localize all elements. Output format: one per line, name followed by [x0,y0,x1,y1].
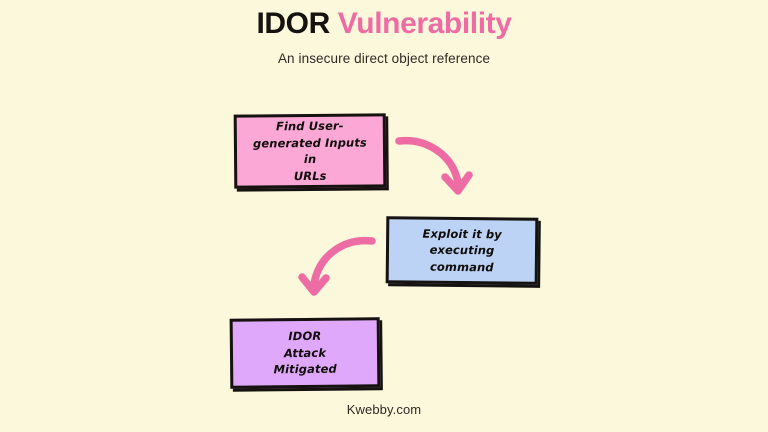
page-title-primary: IDOR [256,7,330,40]
flow-step-mitigated-label: IDOR Attack Mitigated [273,329,337,377]
page-title: IDOR Vulnerability [0,6,768,42]
page-title-accent: Vulnerability [337,7,512,40]
arrow-find-to-exploit-icon [395,136,473,195]
footer-attribution: Kwebby.com [346,402,422,417]
page-subtitle: An insecure direct object reference [277,51,491,66]
flow-step-find-inputs: Find User- generated Inputs in URLs [233,113,387,189]
arrow-exploit-to-mitigated-icon [298,236,376,296]
flow-step-exploit: Exploit it by executing command [385,216,539,285]
flow-step-exploit-label: Exploit it by executing command [422,226,502,275]
flow-step-mitigated: IDOR Attack Mitigated [229,317,381,389]
title-space [330,7,338,40]
flow-step-find-inputs-label: Find User- generated Inputs in URLs [252,118,367,183]
